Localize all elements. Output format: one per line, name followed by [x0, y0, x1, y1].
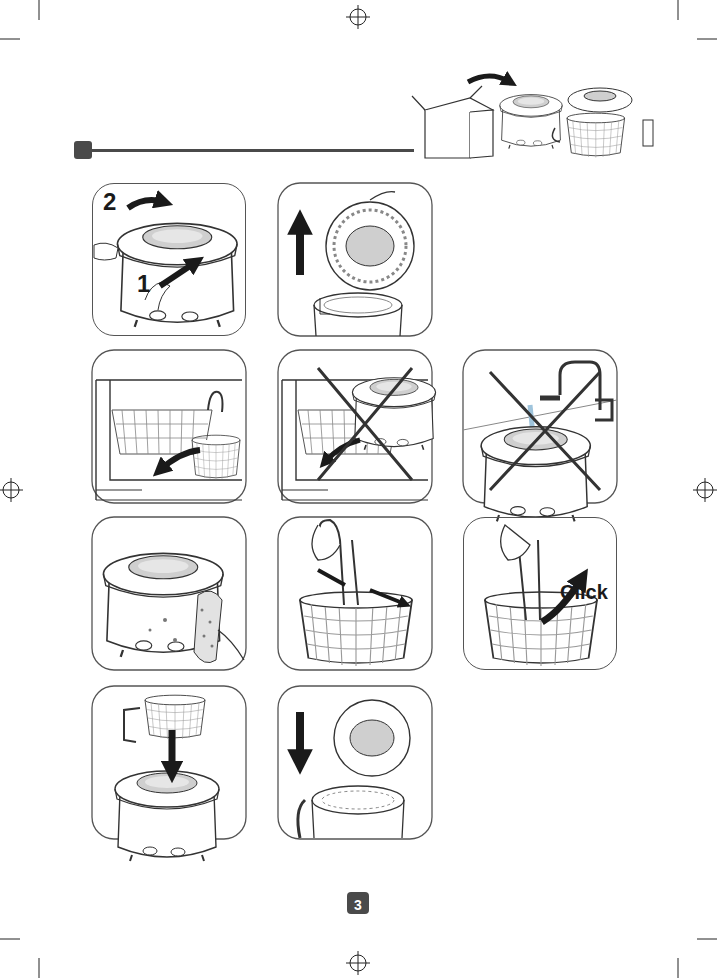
step-panel: 21 [92, 183, 246, 336]
step-number: 1 [137, 272, 150, 296]
text-holder: Click [560, 582, 608, 603]
text-holder: 3 [354, 896, 362, 914]
text-holder: 2 [103, 190, 116, 214]
page-number-badge: 3 [347, 892, 369, 914]
step-number: 2 [103, 190, 116, 214]
step-panel: Click [463, 517, 617, 670]
click-label: Click [560, 582, 608, 602]
page-number: 3 [354, 898, 362, 912]
text-holder: 1 [137, 272, 150, 296]
